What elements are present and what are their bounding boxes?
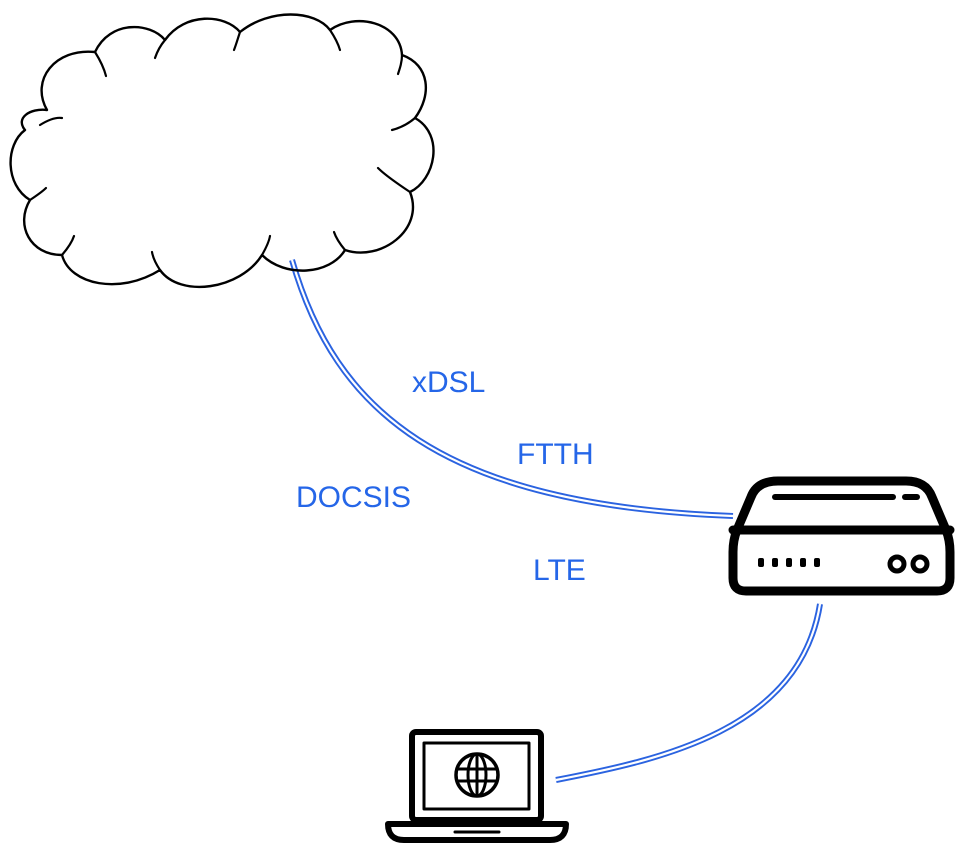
label-lte: LTE bbox=[533, 554, 586, 587]
link-cloud-to-router bbox=[289, 259, 734, 519]
router-icon bbox=[728, 476, 955, 596]
laptop-globe-icon bbox=[385, 729, 569, 843]
globe-icon bbox=[454, 752, 500, 798]
link-router-laptop-outer bbox=[555, 603, 823, 783]
link-router-to-laptop bbox=[555, 603, 823, 783]
label-ftth: FTTH bbox=[517, 438, 594, 471]
router-port-leds bbox=[758, 558, 820, 567]
link-router-laptop-inner bbox=[555, 603, 822, 782]
link-cloud-router-inner bbox=[290, 259, 734, 518]
label-docsis: DOCSIS bbox=[296, 481, 411, 514]
cloud-icon bbox=[9, 13, 435, 289]
label-xdsl: xDSL bbox=[412, 366, 485, 399]
